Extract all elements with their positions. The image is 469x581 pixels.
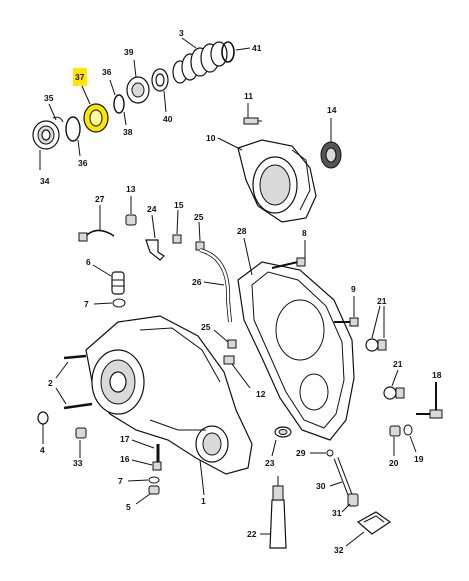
fitting-15 [172,209,182,244]
pin-29 [310,449,334,457]
seal-23 [271,426,292,457]
vent-hose-26 [199,248,232,323]
callout-29: 29 [296,448,306,458]
bolt-8 [271,240,306,269]
shaft-30 [329,457,355,501]
callout-26: 26 [192,277,202,287]
callout-14: 14 [327,105,337,115]
lever-32 [345,511,392,547]
callout-8: 8 [302,228,307,238]
ring-40 [151,68,169,113]
callout-10: 10 [206,133,216,143]
boot-3 [172,37,228,84]
plug-33 [75,427,87,458]
seal-37-highlighted [81,85,109,133]
callout-40: 40 [163,114,173,124]
seal-39 [126,59,150,104]
callout-7a: 7 [84,299,89,309]
fitting-12 [223,355,251,389]
bolt-11 [243,103,262,125]
plug-5 [135,485,160,505]
spring-17 [131,439,160,462]
callout-32: 32 [334,545,344,555]
clip-27 [78,205,115,242]
callout-28: 28 [237,226,247,236]
callout-34: 34 [40,176,50,186]
case-half-28 [237,237,355,441]
callout-17: 17 [120,434,130,444]
callout-22: 22 [247,529,257,539]
bolt-9 [334,296,359,327]
callout-9: 9 [351,284,356,294]
callout-1: 1 [201,496,206,506]
vent-13 [125,196,137,226]
snap-ring-36a [65,116,81,157]
plunger-16 [131,459,162,471]
bracket-24 [145,214,165,261]
callout-33: 33 [73,458,83,468]
callout-21b: 21 [393,359,403,369]
callout-39: 39 [124,47,134,57]
callout-4: 4 [40,445,45,455]
connector-6 [92,264,125,295]
callout-37: 37 [75,72,85,82]
snap-ring-35 [48,103,64,123]
callout-41: 41 [252,43,262,53]
bearing-34 [32,120,60,170]
callout-36b: 36 [78,158,88,168]
snap-ring-36b [109,79,127,126]
callout-7b: 7 [118,476,123,486]
callout-31: 31 [332,508,342,518]
plug-21a [365,305,387,352]
fitting-25a [195,221,205,251]
callout-36a: 36 [102,67,112,77]
rear-retainer-10 [217,137,317,223]
fork-31 [341,493,359,513]
callout-16: 16 [120,454,130,464]
callout-5: 5 [126,502,131,512]
callout-20: 20 [389,458,399,468]
plug-20-19 [389,424,417,456]
sealant-tube-22 [260,476,287,549]
bolt-2b [55,387,93,410]
callout-25a: 25 [194,212,204,222]
clamp-41 [221,41,251,63]
callout-11: 11 [244,91,253,101]
callout-19: 19 [414,454,424,464]
o-ring-7a [93,298,126,308]
callout-18: 18 [432,370,442,380]
fitting-25b [213,329,237,349]
callout-2: 2 [48,378,53,388]
callout-6: 6 [86,257,91,267]
seal-14 [320,118,342,169]
bolt-2a [55,354,87,379]
bolt-18 [416,382,443,419]
callout-23: 23 [265,458,275,468]
callout-27: 27 [95,194,105,204]
plug-21b [383,369,405,400]
callout-21a: 21 [377,296,387,306]
callout-38: 38 [123,127,133,137]
callout-13: 13 [126,184,136,194]
callout-12: 12 [256,389,266,399]
washer-4 [37,411,49,444]
case-half-1 [85,315,253,496]
o-ring-7b [127,476,160,484]
callout-labels: 3 41 39 37 36 35 38 40 34 36 11 14 10 13… [40,28,442,555]
highlight-label-37 [73,68,87,86]
callout-24: 24 [147,204,157,214]
callout-30: 30 [316,481,326,491]
callout-35: 35 [44,93,54,103]
callout-3: 3 [179,28,184,38]
callout-25b: 25 [201,322,211,332]
callout-15: 15 [174,200,184,210]
